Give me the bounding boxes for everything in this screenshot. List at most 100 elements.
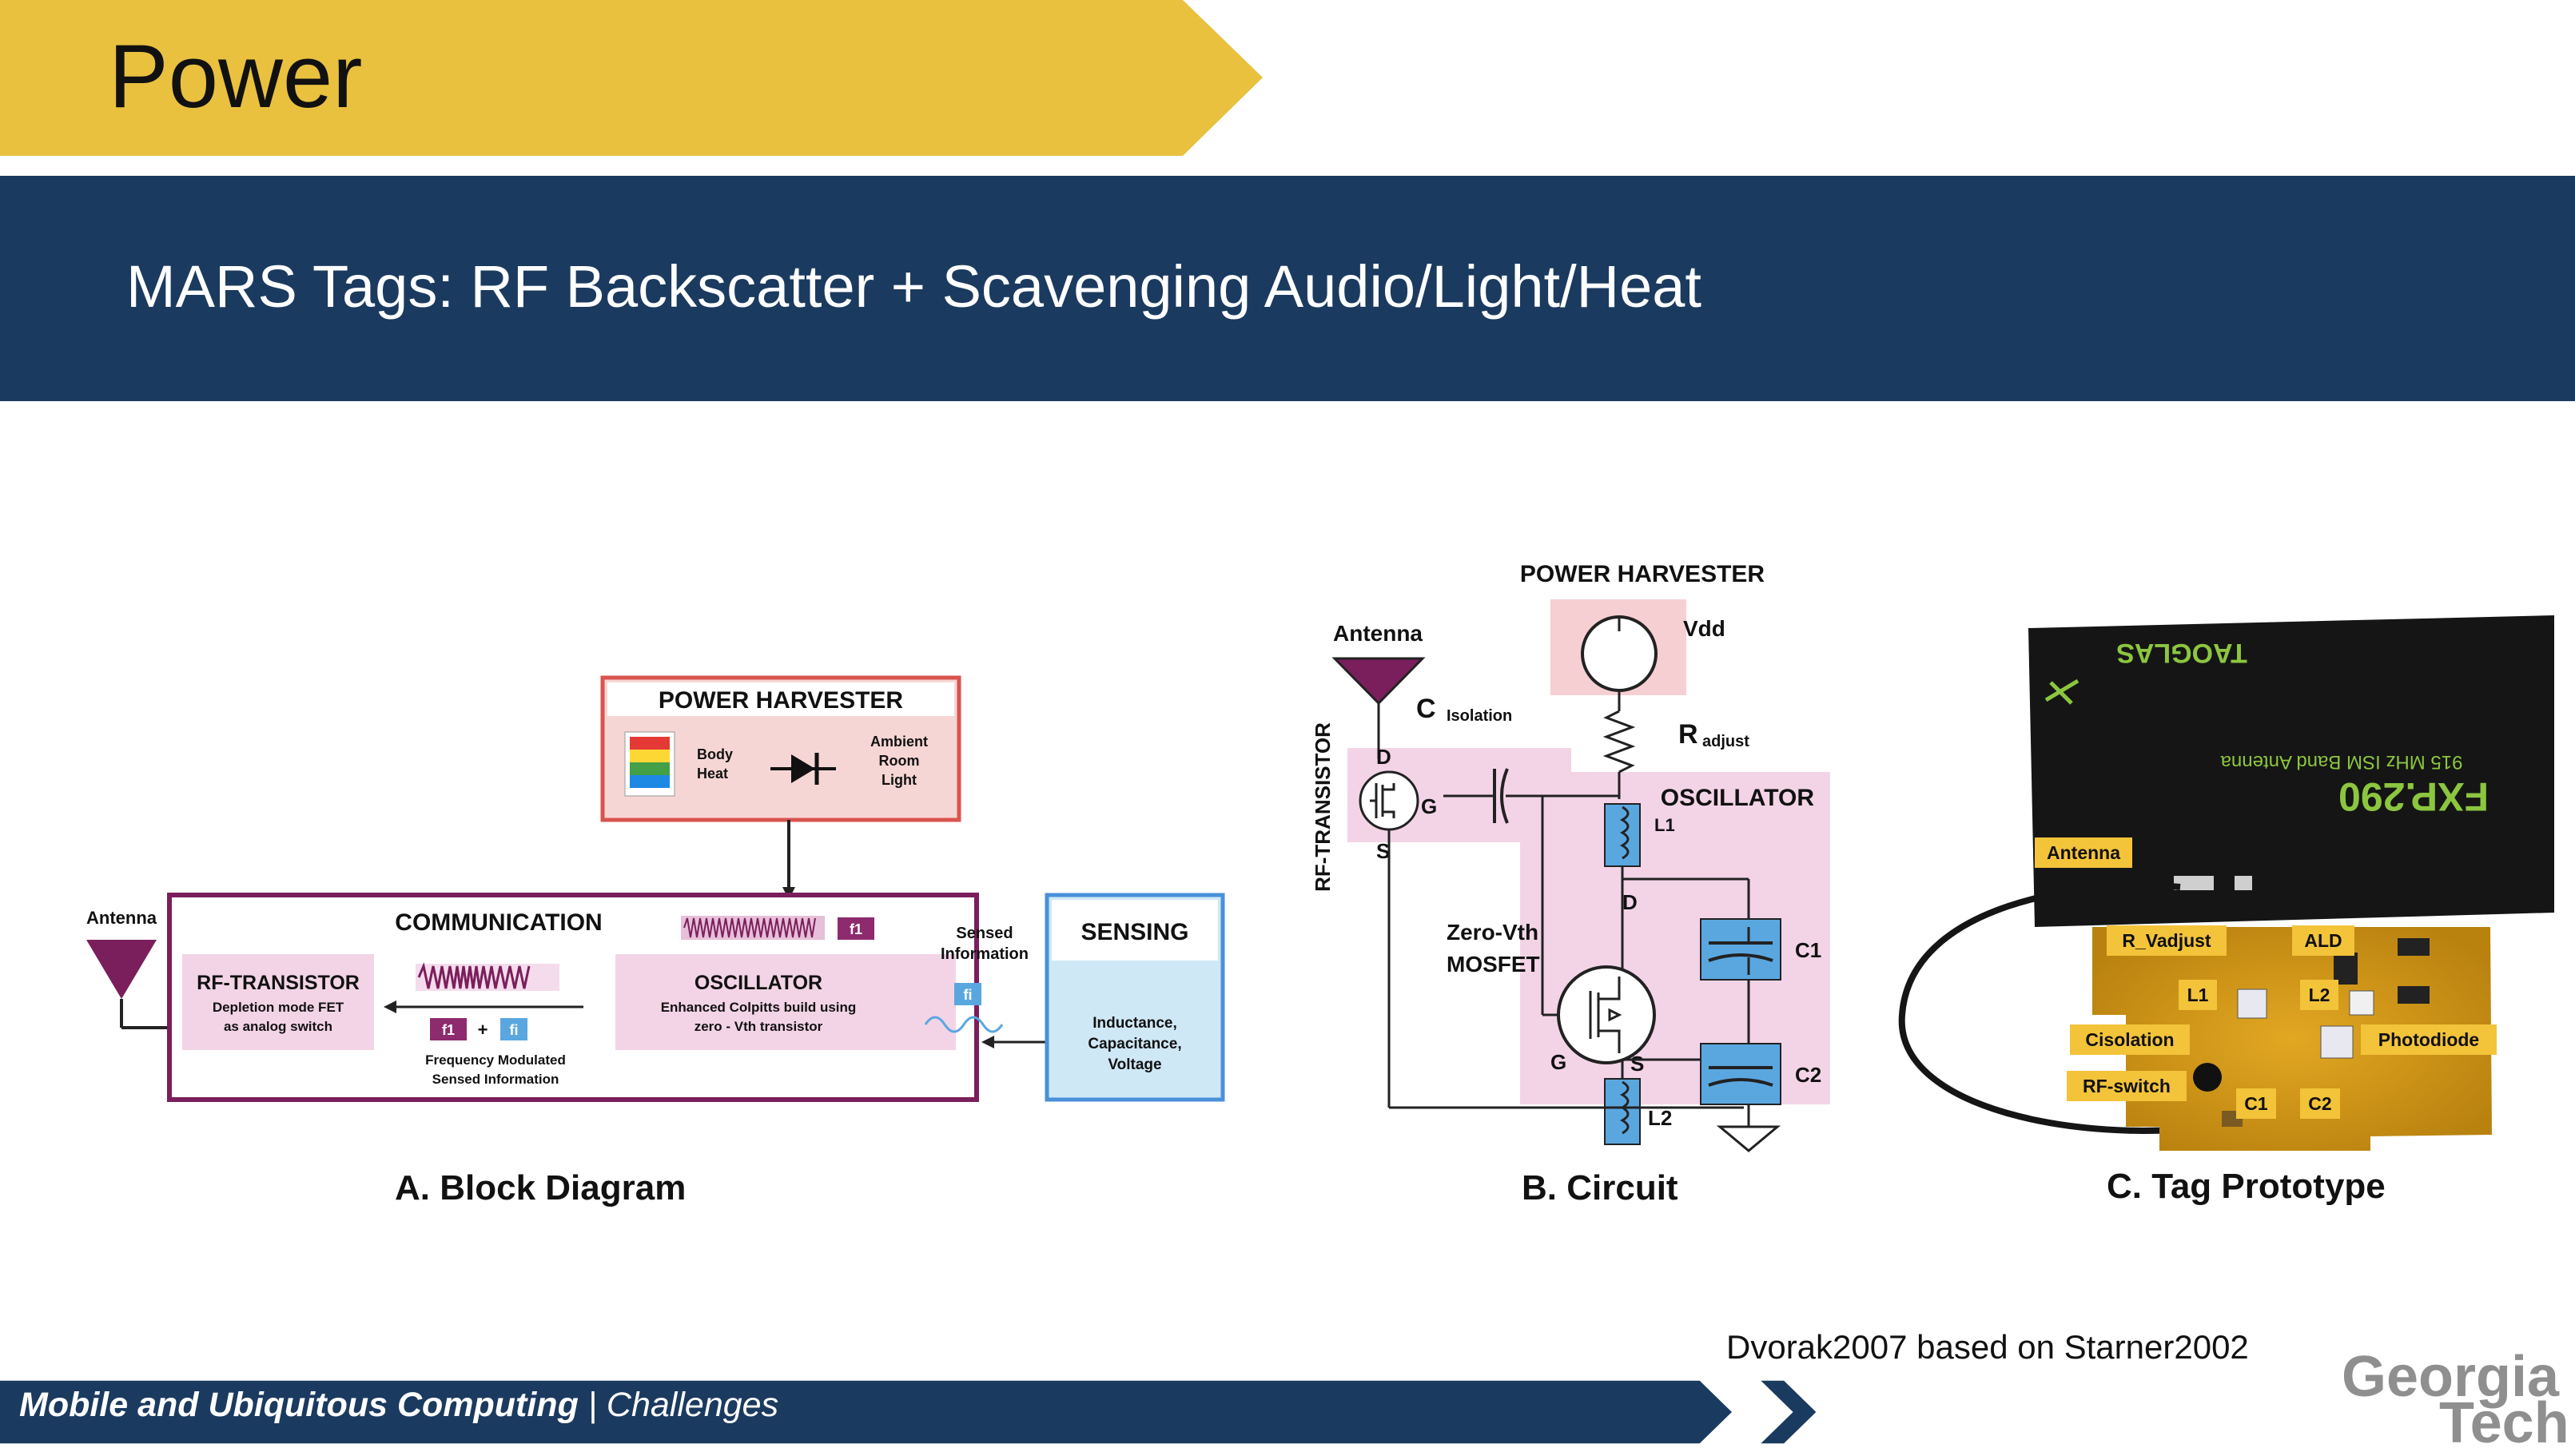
georgia-tech-logo: Georgia Tech (2342, 1345, 2569, 1455)
svg-text:OSCILLATOR: OSCILLATOR (694, 972, 822, 994)
svg-text:fi: fi (510, 1022, 519, 1038)
svg-text:C: C (1416, 694, 1436, 724)
svg-text:adjust: adjust (1702, 733, 1749, 750)
capacitor-c2-icon (1700, 1043, 1781, 1105)
taoglas-logo-icon (2044, 678, 2080, 705)
svg-text:Sensed: Sensed (956, 925, 1013, 942)
diode-icon (770, 753, 836, 785)
mosfet-icon (1557, 965, 1656, 1064)
antenna-sheet (2028, 615, 2554, 927)
svg-text:MOSFET: MOSFET (1447, 952, 1540, 977)
antenna-icon (86, 940, 157, 999)
svg-text:RF-switch: RF-switch (2083, 1076, 2171, 1096)
svg-text:Sensed Information: Sensed Information (432, 1072, 559, 1087)
svg-text:Zero-Vth: Zero-Vth (1447, 920, 1538, 945)
svg-text:RF-TRANSISTOR: RF-TRANSISTOR (1311, 722, 1335, 892)
capacitor-c1-icon (1700, 918, 1781, 981)
svg-text:Isolation: Isolation (1447, 707, 1512, 725)
svg-text:G: G (1550, 1050, 1566, 1074)
prototype-labels: Antenna R_Vadjust ALD L1 L2 Cisolation P… (2035, 837, 2497, 1119)
svg-text:Information: Information (941, 945, 1029, 963)
footer-separator: | (578, 1386, 607, 1424)
subtitle-band (0, 176, 2575, 401)
antenna-label: Antenna (86, 908, 157, 928)
title-banner (0, 0, 1263, 156)
circuit-diagram: POWER HARVESTER Vdd Antenna RF-TRANSISTO… (1311, 561, 1830, 1152)
svg-text:Light: Light (882, 772, 917, 788)
svg-text:D: D (1622, 890, 1638, 914)
svg-text:C1: C1 (1795, 938, 1821, 962)
svg-text:S: S (1630, 1052, 1644, 1076)
svg-text:ALD: ALD (2304, 930, 2342, 951)
svg-text:+: + (478, 1020, 488, 1040)
caption-tag-prototype: C. Tag Prototype (2107, 1167, 2386, 1206)
fi-badge (500, 1018, 527, 1040)
waveform-icon (681, 916, 825, 940)
svg-text:COMMUNICATION: COMMUNICATION (395, 909, 602, 936)
footer-bar (0, 1380, 1817, 1444)
svg-text:Antenna: Antenna (2047, 842, 2120, 863)
caption-block-diagram: A. Block Diagram (395, 1168, 687, 1207)
sine-wave-icon (924, 1016, 1004, 1033)
oscillator-block (615, 954, 956, 1050)
svg-text:S: S (1376, 839, 1390, 863)
svg-text:zero - Vth transistor: zero - Vth transistor (694, 1019, 823, 1034)
svg-text:Enhanced Colpitts build using: Enhanced Colpitts build using (661, 1000, 857, 1015)
svg-text:D: D (1376, 745, 1391, 769)
svg-text:Frequency Modulated: Frequency Modulated (425, 1052, 566, 1068)
svg-text:L2: L2 (1648, 1106, 1672, 1130)
svg-text:fi: fi (964, 987, 973, 1003)
source-credit: Dvorak2007 based on Starner2002 (1726, 1328, 2249, 1366)
fm-waveform-icon (416, 962, 559, 991)
svg-text:C2: C2 (1795, 1063, 1821, 1087)
svg-text:Depletion mode FET: Depletion mode FET (213, 1000, 344, 1015)
ground-icon (1716, 1125, 1781, 1152)
svg-text:C1: C1 (2244, 1093, 2268, 1114)
slide-subtitle: MARS Tags: RF Backscatter + Scavenging A… (126, 253, 1701, 320)
svg-text:f1: f1 (850, 921, 862, 937)
svg-text:SENSING: SENSING (1081, 919, 1188, 945)
slide-title: Power (109, 26, 363, 126)
svg-text:Heat: Heat (697, 766, 728, 782)
svg-text:Room: Room (879, 753, 920, 769)
svg-text:Photodiode: Photodiode (2378, 1029, 2479, 1050)
footer-course: Mobile and Ubiquitous Computing | Challe… (19, 1386, 778, 1425)
tag-prototype-photo: TAOGLAS 915 MHz ISM Band Antenna FXP.290… (1898, 615, 2554, 1151)
fi-badge-2 (954, 983, 981, 1005)
svg-text:as analog switch: as analog switch (224, 1019, 332, 1034)
rf-transistor-block (182, 954, 374, 1050)
svg-text:C2: C2 (2308, 1093, 2331, 1114)
rf-transistor-icon (1359, 770, 1419, 831)
antenna-cable (1898, 882, 2207, 1134)
f1-badge-2 (430, 1018, 467, 1040)
svg-text:f1: f1 (442, 1022, 455, 1038)
f1-badge (838, 917, 874, 940)
svg-text:Body: Body (697, 746, 733, 762)
svg-text:R_Vadjust: R_Vadjust (2122, 930, 2211, 951)
svg-text:Cisolation: Cisolation (2085, 1029, 2174, 1050)
inductor-l1-icon (1604, 803, 1641, 867)
svg-text:TAOGLAS: TAOGLAS (2116, 638, 2247, 668)
svg-text:Vdd: Vdd (1683, 616, 1725, 641)
svg-text:RF-TRANSISTOR: RF-TRANSISTOR (197, 972, 360, 994)
body-heat-icon (624, 731, 675, 797)
svg-text:FXP.290: FXP.290 (2338, 774, 2489, 819)
footer-course-name: Mobile and Ubiquitous Computing (19, 1386, 579, 1424)
svg-text:G: G (1421, 794, 1437, 818)
svg-text:L1: L1 (1654, 815, 1675, 835)
footer-section: Challenges (606, 1386, 779, 1424)
svg-text:Ambient: Ambient (870, 734, 928, 750)
block-diagram: Antenna POWER HARVESTER Body Heat Ambien… (86, 675, 1225, 1102)
svg-text:L1: L1 (2187, 985, 2209, 1005)
resistor-icon (1602, 710, 1636, 774)
svg-text:R: R (1678, 719, 1698, 750)
svg-text:POWER HARVESTER: POWER HARVESTER (1520, 561, 1765, 587)
caption-circuit: B. Circuit (1522, 1168, 1678, 1207)
svg-text:Voltage: Voltage (1108, 1056, 1161, 1073)
inductor-l2-icon (1604, 1078, 1641, 1145)
antenna-icon (1331, 657, 1426, 706)
svg-text:Inductance,: Inductance, (1092, 1015, 1177, 1032)
svg-text:OSCILLATOR: OSCILLATOR (1661, 785, 1815, 811)
svg-text:Antenna: Antenna (1333, 621, 1423, 646)
svg-text:Capacitance,: Capacitance, (1088, 1036, 1181, 1052)
